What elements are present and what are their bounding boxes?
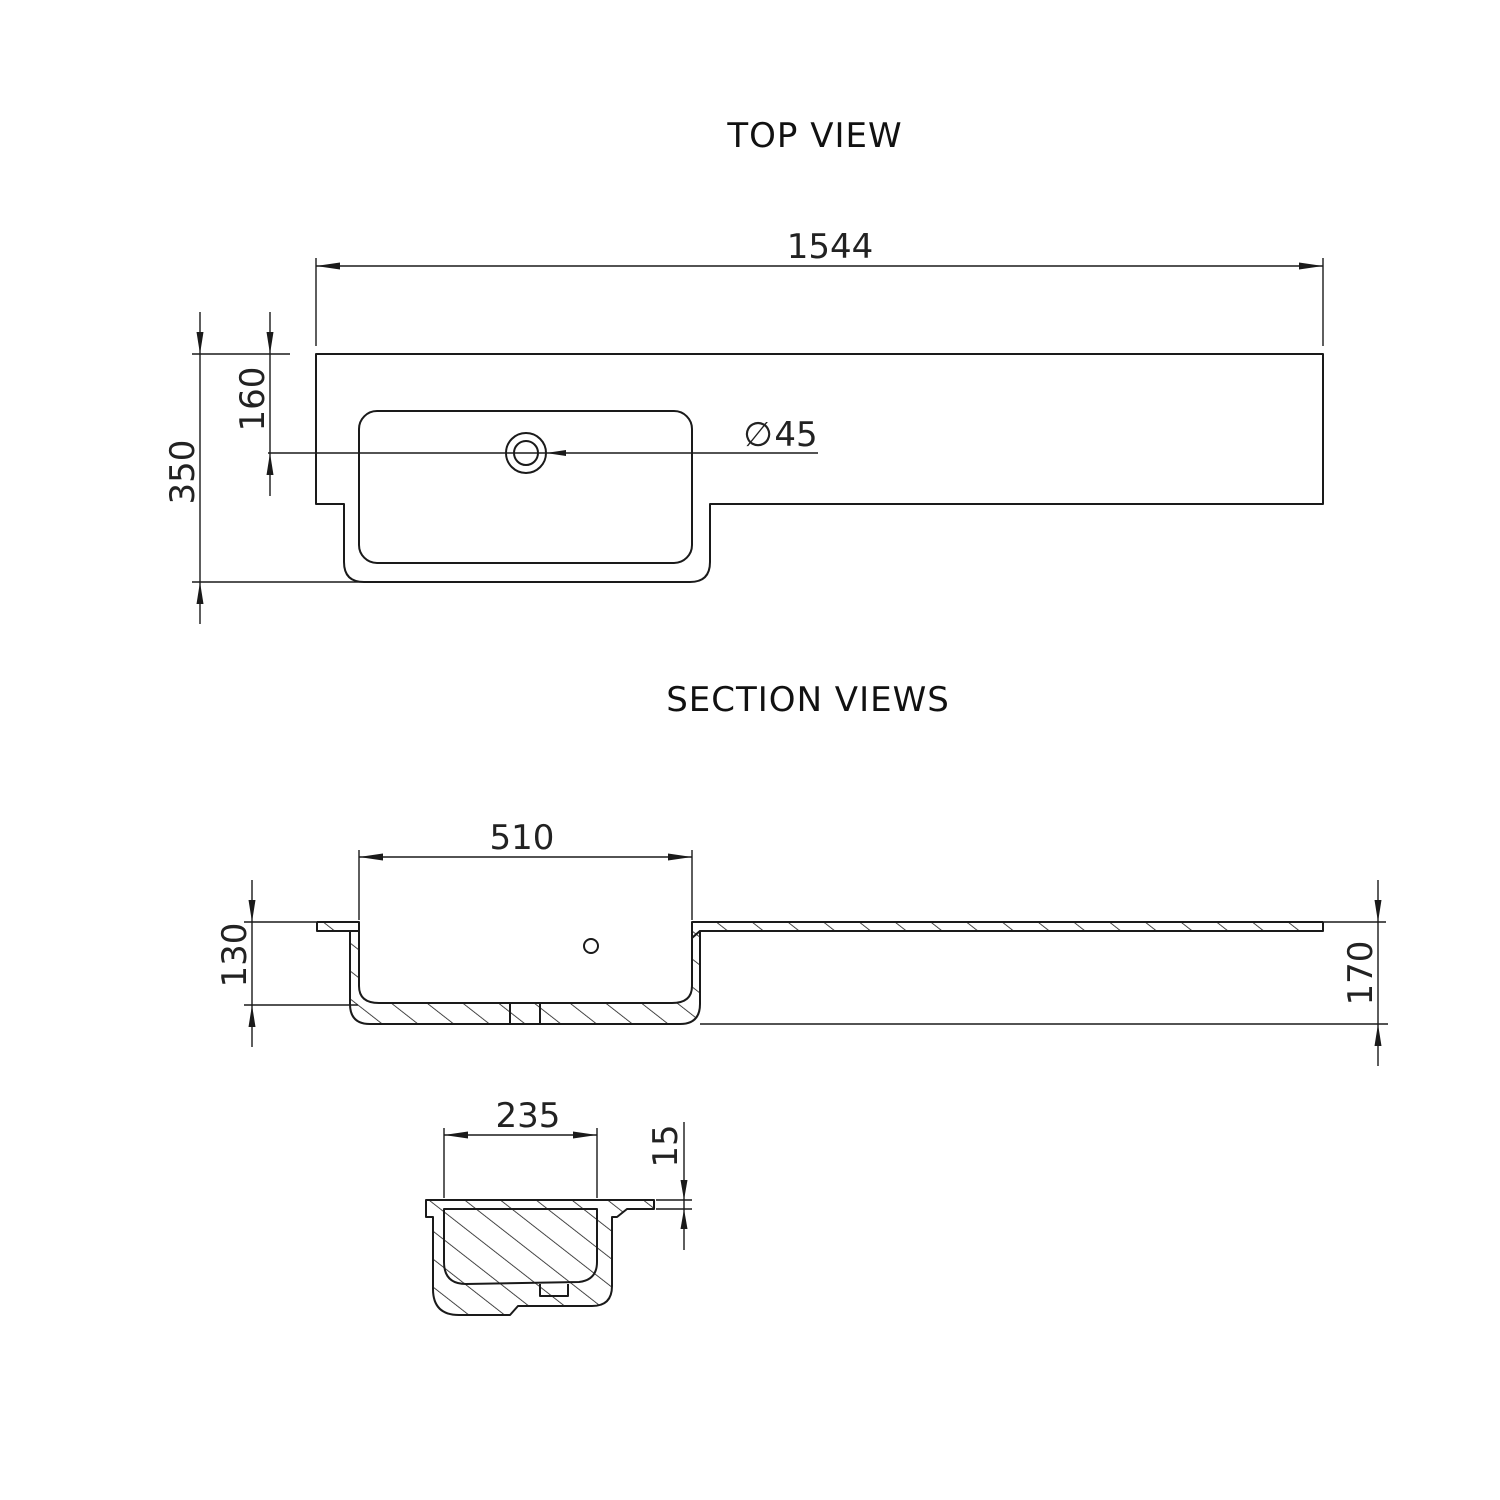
waste-diameter-label: ∅ 45 [743, 415, 817, 455]
long-section-view: 510 130 170 [215, 818, 1388, 1066]
left-ledge-section [316, 921, 360, 932]
side-section-bowl [443, 1208, 598, 1285]
thickness-dimension-label: 15 [646, 1124, 686, 1167]
waste-offset-dimension-label: 160 [233, 367, 273, 432]
basin-bowl [358, 410, 693, 564]
svg-text:∅: ∅ [743, 415, 773, 455]
section-views-title: SECTION VIEWS [666, 680, 950, 720]
length-dimension-label: 1544 [787, 227, 874, 267]
basin-width-dimension-label: 510 [490, 818, 555, 858]
svg-text:45: 45 [774, 415, 817, 455]
top-view-title: TOP VIEW [726, 116, 902, 156]
side-section-body [425, 1199, 655, 1316]
side-section-view: 235 15 [425, 1096, 692, 1316]
depth-dimension-label: 350 [163, 440, 203, 505]
basin-wall-section [349, 930, 701, 1025]
side-section-outlet [539, 1284, 569, 1297]
waste-outlet-section [509, 1003, 541, 1025]
overflow-hole [583, 938, 599, 954]
waste-leader-arrow [546, 450, 566, 456]
top-view: ∅ 45 1544 350 160 [163, 227, 1324, 624]
side-width-dimension-label: 235 [496, 1096, 561, 1136]
top-view-outline [315, 353, 1324, 583]
countertop-slab-section [691, 921, 1324, 939]
basin-depth-dimension-label: 130 [215, 923, 255, 988]
height-dimension-label: 170 [1341, 941, 1381, 1006]
